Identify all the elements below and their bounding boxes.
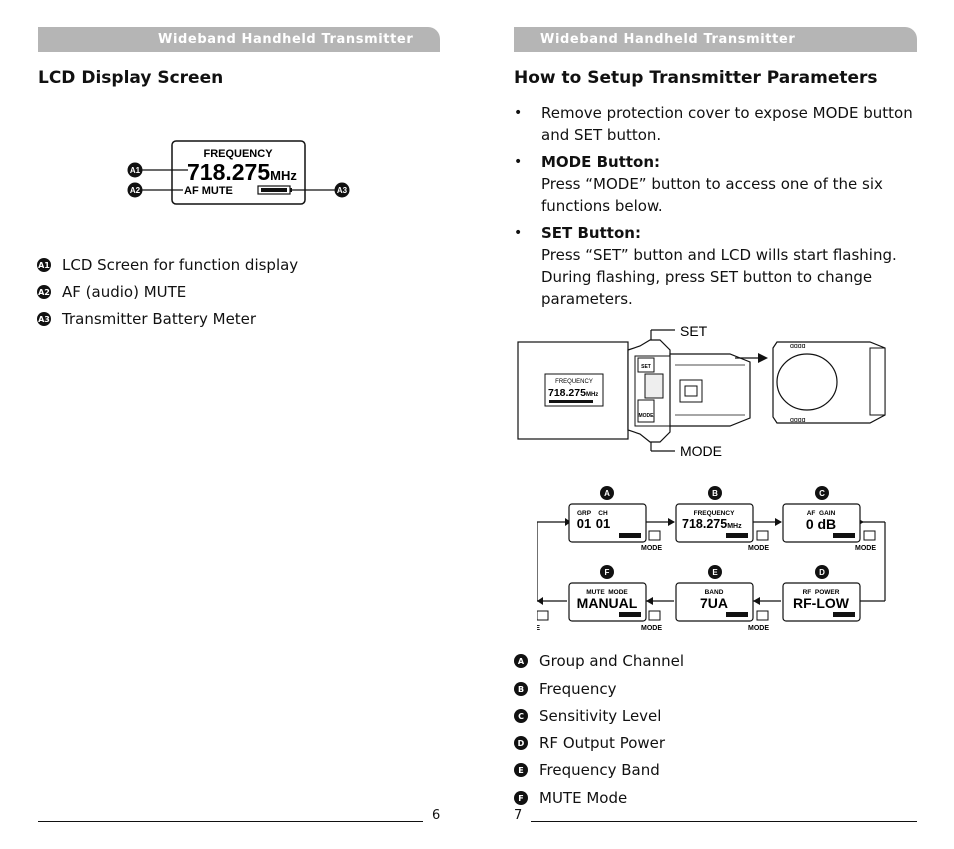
mode-flow-diagram: A GRP CH 01 01 B FREQUENCY 718.275MHz C … [537, 486, 886, 632]
left-page: Wideband Handheld Transmitter LCD Displa… [37, 27, 441, 823]
left-header-bar: Wideband Handheld Transmitter [38, 27, 440, 52]
lcd-frequency-value: 718.275MHz [187, 159, 297, 185]
badge-e: E [514, 763, 528, 777]
lcd-frequency-label: FREQUENCY [203, 148, 273, 160]
svg-text:F: F [605, 568, 610, 577]
legend-item-a3: A3 Transmitter Battery Meter [37, 310, 256, 328]
flow-box-e: E BAND 7UA [675, 565, 754, 622]
left-footer-line [38, 821, 423, 822]
bullet-dot-icon: • [514, 225, 523, 241]
bullet-dot-icon: • [514, 154, 523, 170]
svg-text:MANUAL: MANUAL [577, 595, 638, 611]
legend-item-b: B Frequency [514, 680, 617, 698]
svg-text:MODE: MODE [855, 545, 876, 552]
svg-text:SET: SET [641, 364, 651, 370]
svg-text:RF POWER: RF POWER [803, 589, 840, 596]
flow-box-c: C AF GAIN 0 dB [782, 486, 861, 543]
svg-text:MODE: MODE [639, 413, 655, 419]
svg-text:MODE: MODE [537, 625, 540, 632]
set-label: SET [680, 323, 708, 339]
mode-keys: MODE MODE MODE MODE MODE MODE [537, 530, 876, 632]
right-footer-line [531, 821, 917, 822]
bullet-text: Remove protection cover to expose MODE b… [541, 104, 913, 144]
bullet-title: MODE Button: [541, 153, 661, 171]
badge-c: C [514, 709, 528, 723]
legend-item-c: C Sensitivity Level [514, 707, 661, 725]
transmitter-illustration: FREQUENCY 718.275MHz SET MODE SET MODE ɑ… [517, 323, 886, 459]
flow-box-f: F MUTE MODE MANUAL [568, 565, 647, 622]
svg-text:MODE: MODE [748, 545, 769, 552]
svg-text:BAND: BAND [705, 589, 724, 596]
legend-item-d: D RF Output Power [514, 734, 665, 752]
svg-text:MODE: MODE [748, 625, 769, 632]
svg-text:7UA: 7UA [700, 595, 728, 611]
svg-text:FREQUENCY: FREQUENCY [694, 510, 735, 517]
svg-text:GRP: GRP [577, 510, 592, 517]
legend-text: Sensitivity Level [539, 707, 662, 725]
svg-text:MUTE MODE: MUTE MODE [586, 589, 628, 596]
legend-text: Group and Channel [539, 652, 685, 670]
svg-text:C: C [819, 489, 825, 498]
svg-text:E: E [712, 568, 718, 577]
badge-f: F [514, 791, 528, 805]
flow-box-d: D RF POWER RF-LOW [782, 565, 861, 622]
lcd-display-heading: LCD Display Screen [38, 68, 224, 88]
bullet-text: Press “MODE” button to access one of the… [541, 175, 883, 215]
legend-text: Frequency Band [539, 761, 660, 779]
battery-meter-icon [257, 185, 292, 195]
callout-a1: A1 [130, 166, 141, 175]
right-page-number: 7 [514, 808, 523, 823]
left-header-title: Wideband Handheld Transmitter [158, 32, 414, 47]
bullet-title: SET Button: [541, 224, 641, 242]
legend-item-f: F MUTE Mode [514, 789, 627, 807]
legend-item-e: E Frequency Band [514, 761, 660, 779]
lcd-diagram: FREQUENCY 718.275MHz AF MUTE A1 A2 A3 [127, 140, 350, 205]
setup-heading: How to Setup Transmitter Parameters [514, 68, 878, 88]
svg-text:D: D [819, 568, 825, 577]
svg-text:CH: CH [598, 510, 608, 517]
legend-text: Frequency [539, 680, 617, 698]
svg-text:MODE: MODE [641, 545, 662, 552]
svg-text:718.275MHz: 718.275MHz [682, 517, 742, 531]
right-header-bar: Wideband Handheld Transmitter [514, 27, 917, 52]
svg-text:ɑɑɑɑ: ɑɑɑɑ [790, 343, 806, 350]
svg-text:ɑɑɑɑ: ɑɑɑɑ [790, 417, 806, 424]
badge-a2: A2 [37, 285, 51, 299]
legend-text: LCD Screen for function display [62, 256, 299, 274]
svg-text:FREQUENCY: FREQUENCY [555, 379, 593, 385]
right-page: Wideband Handheld Transmitter How to Set… [477, 0, 954, 849]
lcd-af-mute: AF MUTE [184, 185, 233, 197]
bullet-dot-icon: • [514, 105, 523, 121]
svg-text:RF-LOW: RF-LOW [793, 595, 850, 611]
flow-box-b: B FREQUENCY 718.275MHz [675, 486, 754, 543]
svg-text:AF GAIN: AF GAIN [807, 510, 836, 517]
legend-text: MUTE Mode [539, 789, 628, 807]
svg-text:MODE: MODE [641, 625, 662, 632]
legend-text: AF (audio) MUTE [62, 283, 187, 301]
callout-a3: A3 [337, 186, 348, 195]
svg-text:B: B [712, 489, 718, 498]
svg-text:A: A [604, 489, 610, 498]
legend-item-a: A Group and Channel [514, 652, 684, 670]
svg-text:718.275MHz: 718.275MHz [548, 387, 598, 399]
badge-a3: A3 [37, 312, 51, 326]
callout-a2: A2 [130, 186, 141, 195]
right-header-title: Wideband Handheld Transmitter [540, 32, 796, 47]
legend-text: RF Output Power [539, 734, 666, 752]
legend-item-a1: A1 LCD Screen for function display [37, 256, 298, 274]
svg-text:0 dB: 0 dB [806, 516, 836, 532]
badge-b: B [514, 682, 528, 696]
flow-box-a: A GRP CH 01 01 [568, 486, 647, 543]
badge-d: D [514, 736, 528, 750]
svg-text:01: 01 [596, 516, 610, 531]
badge-a1: A1 [37, 258, 51, 272]
legend-item-a2: A2 AF (audio) MUTE [37, 283, 186, 301]
legend-text: Transmitter Battery Meter [62, 310, 257, 328]
mode-label: MODE [680, 443, 722, 459]
left-page-number: 6 [432, 808, 441, 823]
badge-a: A [514, 654, 528, 668]
bullet-text: Press “SET” button and LCD wills start f… [541, 246, 897, 308]
svg-text:01: 01 [577, 516, 591, 531]
